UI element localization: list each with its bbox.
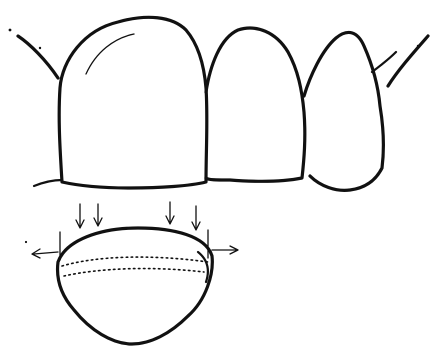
central-incisor (34, 17, 207, 188)
lateral-incisor-outline (206, 28, 305, 181)
left-outward-arrow (32, 232, 60, 260)
canine-root-line (372, 52, 396, 72)
down-arrow-4 (192, 206, 200, 230)
occlusal-incisal-edge-lower (64, 269, 204, 276)
central-incisor-edge (34, 180, 62, 186)
central-incisor-outline (59, 17, 207, 188)
canine-outline (304, 32, 383, 190)
gum-line-right (388, 36, 428, 86)
lateral-incisor (206, 28, 305, 181)
down-arrow-1 (76, 204, 84, 228)
down-arrow-3 (166, 202, 174, 224)
occlusal-outline (58, 228, 213, 344)
canine (304, 32, 396, 190)
occlusal-incisal-edge-upper (62, 257, 208, 266)
occlusal-view-tooth (58, 228, 213, 344)
occlusal-right-shading (198, 252, 208, 282)
central-incisor-highlight (86, 34, 134, 74)
down-arrow-2 (94, 204, 102, 226)
gum-line-left (18, 36, 58, 78)
